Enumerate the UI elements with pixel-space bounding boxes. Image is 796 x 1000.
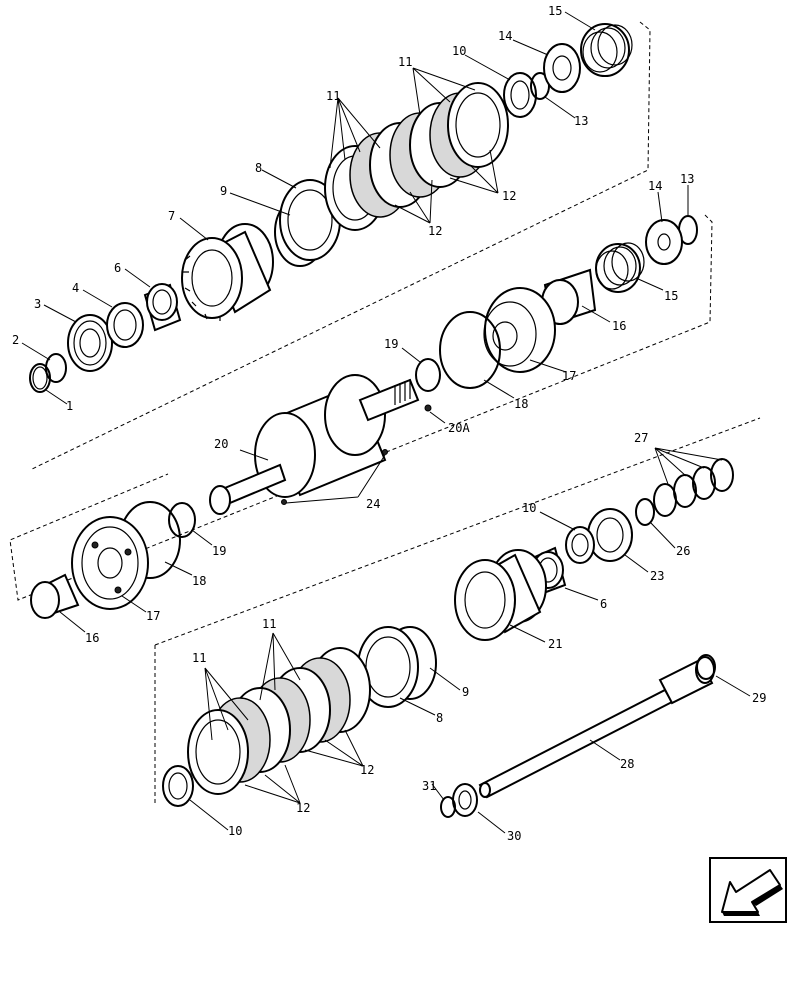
snap-ring-26: [635, 498, 655, 526]
bearing-30: [452, 783, 478, 817]
part-label-15-mid: 15: [664, 289, 678, 303]
part-label-27: 27: [634, 431, 648, 445]
part-label-13-top: 13: [574, 114, 588, 128]
part-label-13-mid: 13: [680, 172, 694, 186]
part-label-28: 28: [620, 757, 634, 771]
part-label-14-top: 14: [498, 29, 512, 43]
part-label-31: 31: [422, 779, 436, 793]
spring-15-top: [580, 23, 633, 77]
part-label-17-left: 17: [146, 609, 160, 623]
part-label-9: 9: [220, 184, 227, 198]
part-label-17-mid: 17: [562, 369, 576, 383]
part-label-9-low: 9: [462, 685, 469, 699]
arrow-left-down-icon: [721, 869, 783, 916]
nav-back-button[interactable]: [709, 857, 787, 923]
shaft-28: [478, 656, 715, 799]
part-label-29: 29: [752, 691, 766, 705]
part-label-19-mid: 19: [384, 337, 398, 351]
part-label-21: 21: [548, 637, 562, 651]
gear-7: [181, 223, 274, 321]
part-label-30: 30: [507, 829, 521, 843]
part-label-20a: 20A: [448, 421, 470, 435]
part-label-12-top-a: 12: [502, 189, 516, 203]
snap-ring-2: [45, 353, 67, 383]
part-label-20: 20: [214, 437, 228, 451]
washer-10-low: [162, 765, 194, 807]
shaft-carrier-20: [209, 374, 432, 515]
part-label-10-low: 10: [228, 824, 242, 838]
part-label-16-mid: 16: [612, 319, 626, 333]
piston-17-mid: [483, 287, 556, 373]
part-label-16-left: 16: [85, 631, 99, 645]
snap-rings-27: [653, 458, 734, 517]
part-label-18-mid: 18: [514, 397, 528, 411]
seal-18-mid: [439, 311, 501, 389]
washer-10-top: [503, 72, 537, 118]
part-label-18-left: 18: [192, 574, 206, 588]
part-label-11-top-a: 11: [326, 89, 340, 103]
part-label-26: 26: [676, 544, 690, 558]
retainer-14-top: [543, 43, 581, 93]
clutch-pack-lower: [187, 647, 371, 795]
seal-19-left: [168, 502, 196, 538]
part-label-24: 24: [366, 497, 380, 511]
part-label-2: 2: [12, 333, 19, 347]
retainer-14-mid: [645, 219, 683, 265]
snap-ring-29: [696, 654, 716, 680]
gear-21: [454, 549, 547, 641]
part-label-8: 8: [255, 161, 262, 175]
part-label-10-top: 10: [452, 44, 466, 58]
part-labels: 1 2 3 4 6 7 9 8 11 11 12 12 10 13 14 15 …: [12, 4, 766, 843]
part-label-12-top-b: 12: [428, 224, 442, 238]
part-label-23: 23: [650, 569, 664, 583]
part-label-12-low-a: 12: [360, 763, 374, 777]
assembly-boundary: [9, 21, 761, 805]
part-label-6: 6: [114, 261, 121, 275]
part-label-4: 4: [72, 281, 79, 295]
part-label-11-low-a: 11: [262, 617, 276, 631]
part-label-1: 1: [66, 399, 73, 413]
part-label-11-low-b: 11: [192, 651, 206, 665]
race-4: [106, 302, 144, 348]
piston-17-left: [71, 516, 149, 610]
part-label-6-mid: 6: [600, 597, 607, 611]
seal-19-mid: [415, 358, 441, 392]
sleeve-16-left: [30, 573, 80, 619]
clutch-pack-upper: [324, 82, 509, 231]
leader-lines: [21, 11, 751, 834]
spring-15-mid: [595, 242, 645, 293]
snap-ring-31: [440, 796, 456, 818]
bearing-3: [67, 314, 113, 372]
needle-bearing-6: [143, 283, 182, 332]
part-label-3: 3: [34, 297, 41, 311]
part-label-11-top-b: 11: [398, 55, 412, 69]
part-label-15-top: 15: [548, 4, 562, 18]
part-label-8-low: 8: [436, 711, 443, 725]
bearing-23: [587, 508, 633, 562]
part-label-10-mid: 10: [522, 501, 536, 515]
part-label-7: 7: [168, 209, 175, 223]
part-label-19-left: 19: [212, 544, 226, 558]
washer-10-mid: [565, 526, 595, 564]
part-label-12-low-b: 12: [296, 801, 310, 815]
part-label-14-mid: 14: [648, 179, 662, 193]
